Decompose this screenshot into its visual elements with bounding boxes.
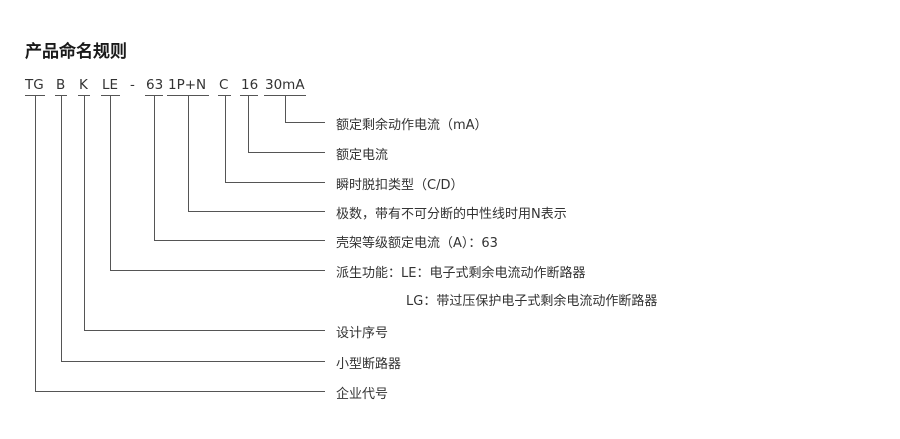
code-dash: - (130, 77, 135, 93)
desc-residual-current: 额定剩余动作电流（mA） (336, 118, 488, 133)
desc-design-serial: 设计序号 (336, 326, 389, 341)
desc-enterprise-code: 企业代号 (336, 387, 389, 402)
desc-frame-current: 壳架等级额定电流（A）：63 (336, 236, 498, 251)
desc-rated-current: 额定电流 (336, 148, 389, 163)
page-title: 产品命名规则 (25, 42, 127, 62)
desc-derived-function-lg: LG：带过压保护电子式剩余电流动作断路器 (406, 294, 658, 309)
code-enterprise: TG (25, 77, 44, 93)
code-poles: 1P+N (168, 77, 207, 93)
code-residual-current: 30mA (265, 77, 305, 93)
code-rated-current: 16 (241, 77, 259, 93)
code-trip-type: C (219, 77, 229, 93)
desc-breaker-type: 小型断路器 (336, 357, 402, 372)
desc-poles: 极数，带有不可分断的中性线时用N表示 (336, 207, 567, 222)
code-design-serial: K (79, 77, 88, 93)
code-derived-function: LE (102, 77, 119, 93)
code-frame-current: 63 (146, 77, 164, 93)
desc-trip-type: 瞬时脱扣类型（C/D） (336, 178, 464, 193)
desc-derived-function-le: 派生功能：LE：电子式剩余电流动作断路器 (336, 266, 586, 281)
code-type: B (56, 77, 66, 93)
